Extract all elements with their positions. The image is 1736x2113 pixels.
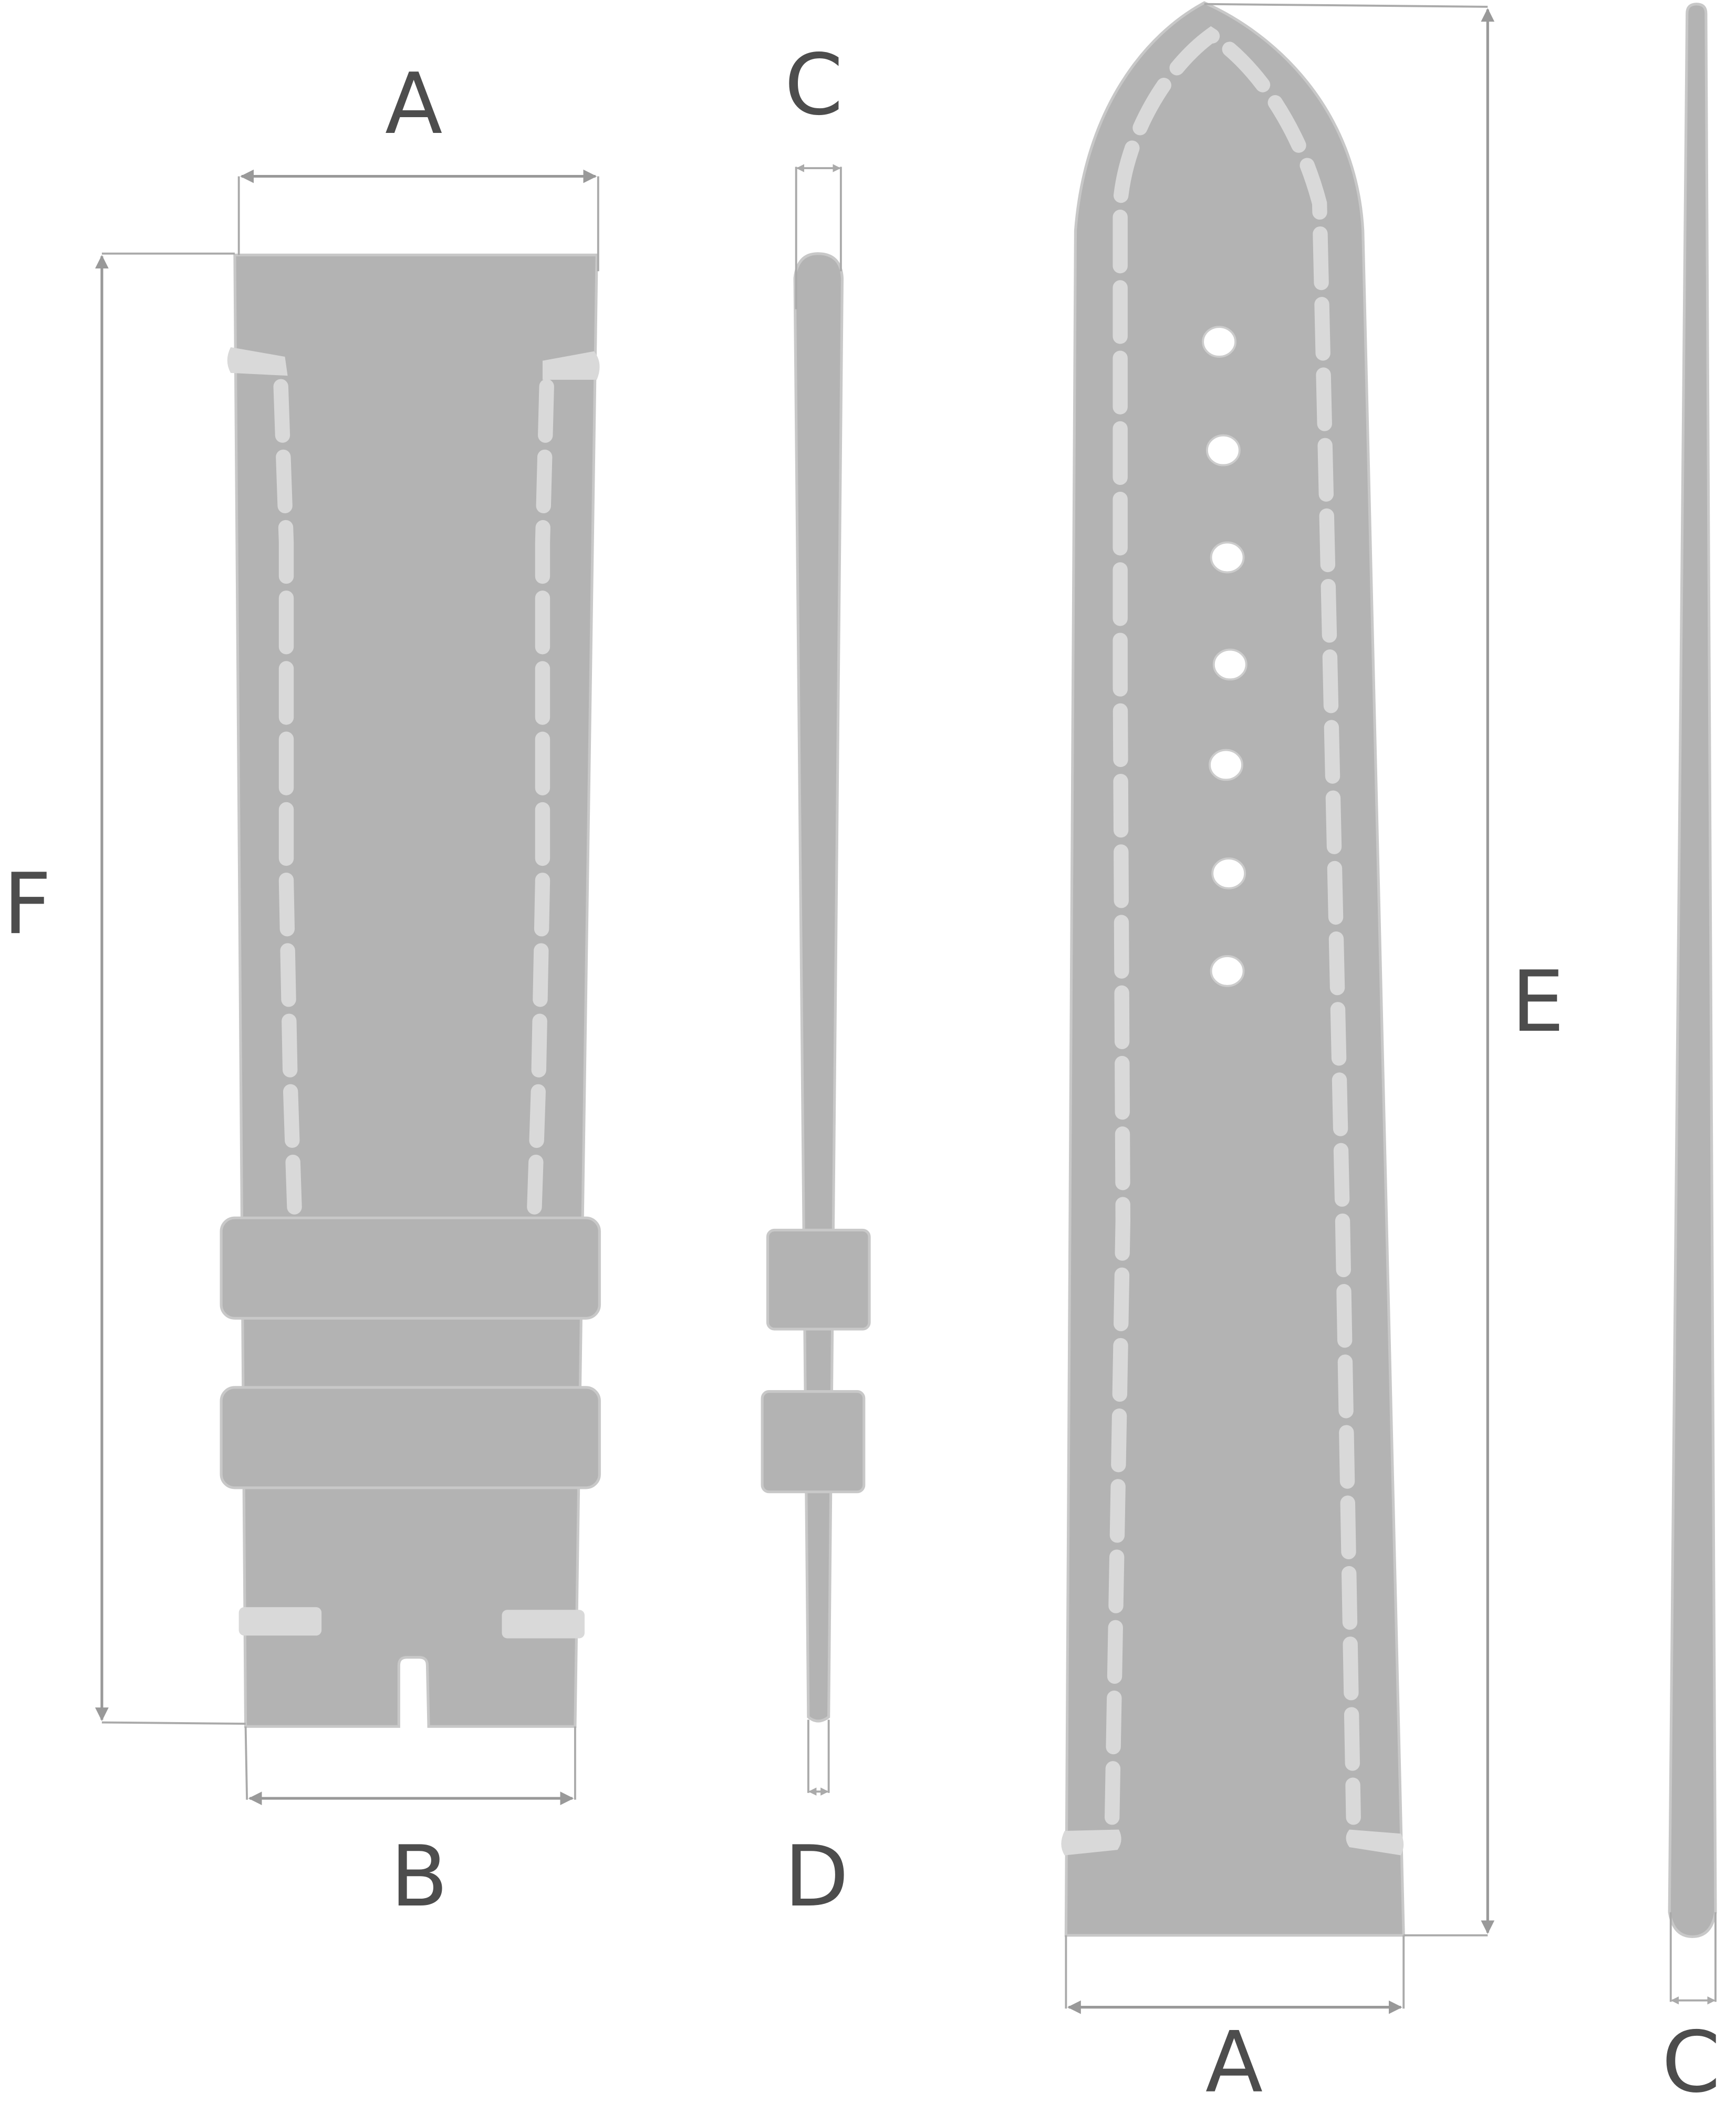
strap-hole (1209, 749, 1243, 781)
short-strap-front (220, 253, 601, 1728)
strap-hole (1202, 326, 1237, 358)
label-width-a-long: A (1205, 2013, 1263, 2111)
label-thickness-d: D (784, 1827, 849, 1925)
label-length-e: E (1511, 952, 1564, 1051)
strap-hole (1210, 955, 1245, 987)
strap-hole (1210, 541, 1245, 574)
short-strap-profile (761, 252, 871, 1723)
label-thickness-c: C (784, 36, 843, 134)
label-length-f: F (3, 855, 51, 953)
strap-hole (1205, 434, 1241, 467)
long-strap-profile (1668, 3, 1717, 1938)
strap-hole (1212, 648, 1248, 681)
dimension-lines (95, 3, 1717, 2014)
label-width-a: A (385, 55, 443, 153)
strap-hole (1211, 857, 1246, 889)
label-width-b: B (390, 1827, 448, 1925)
long-strap-front (1061, 1, 1405, 1937)
label-thickness-c-long: C (1662, 2013, 1721, 2111)
